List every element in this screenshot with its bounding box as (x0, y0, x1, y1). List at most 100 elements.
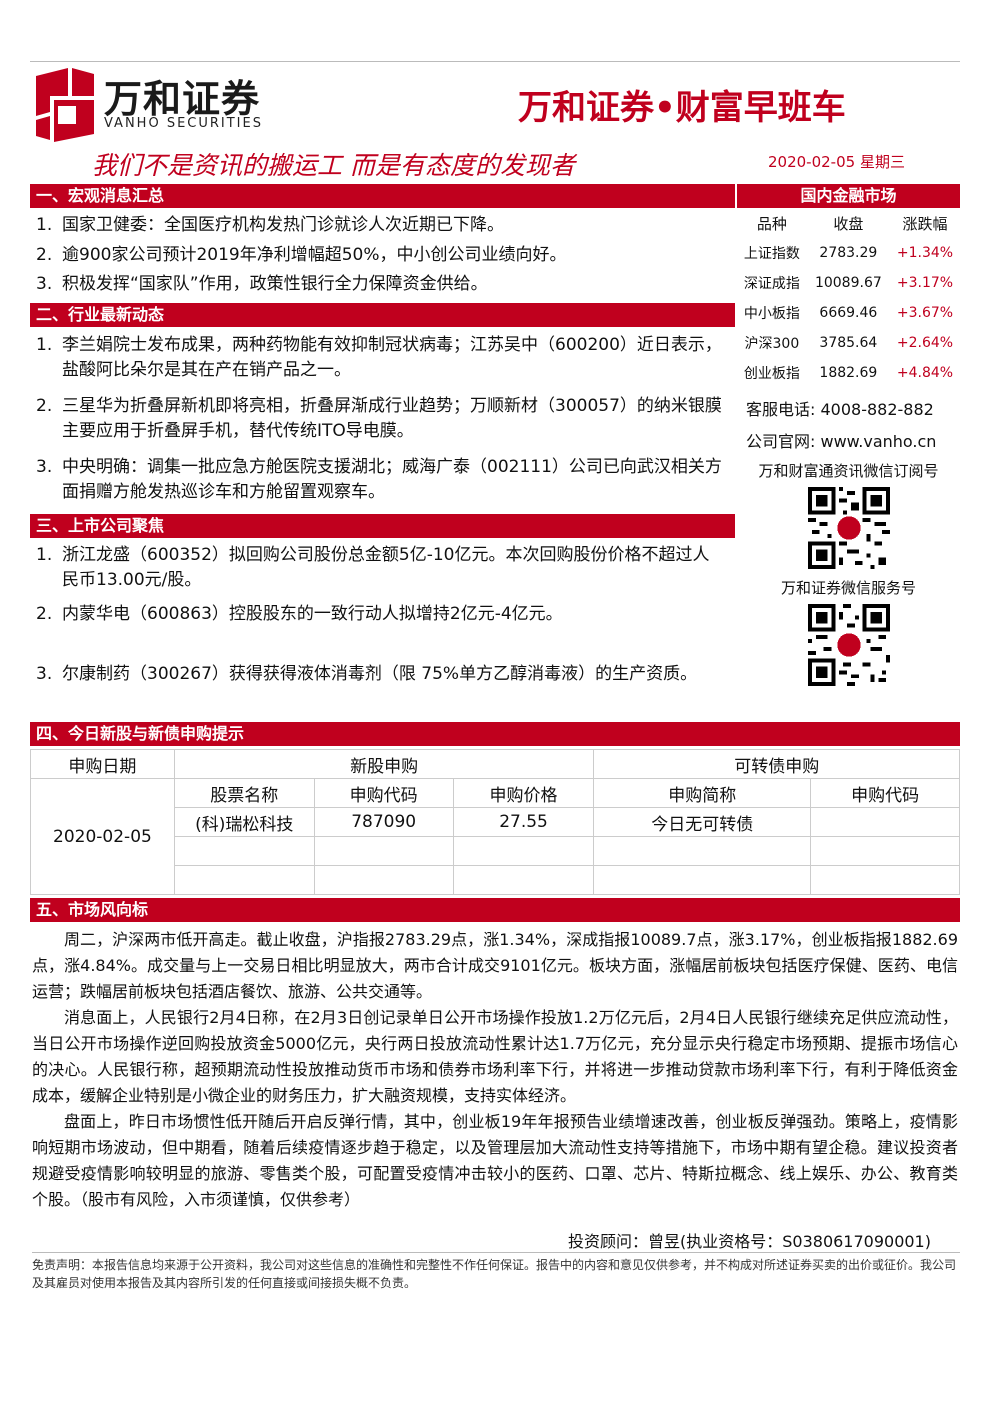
list-text: 三星华为折叠屏新机即将亮相，折叠屏渐成行业趋势；万顺新材（300057）的纳米银… (62, 396, 722, 441)
empty-cell (173, 865, 315, 895)
list-number: 1. (36, 545, 53, 565)
section-title-ipo: 四、今日新股与新债申购提示 (30, 722, 960, 746)
investment-advisor: 投资顾问：曾昱(执业资格号：S0380617090001) (568, 1232, 931, 1251)
column-header-stock-price: 申购价格 (452, 778, 595, 808)
list-item: 1. 李兰娟院士发布成果，两种药物能有效抑制冠状病毒；江苏吴中（600200）近… (36, 333, 726, 383)
ipo-date: 2020-02-05 (30, 778, 175, 895)
list-number: 2. (36, 396, 53, 416)
stock-price: 27.55 (452, 807, 595, 837)
index-change: +1.34% (896, 245, 954, 261)
list-number: 1. (36, 335, 53, 355)
section-title-industry: 二、行业最新动态 (30, 303, 735, 327)
column-header-bond-code: 申购代码 (810, 778, 960, 808)
section-title-macro: 一、宏观消息汇总 (30, 184, 735, 208)
empty-cell (593, 836, 812, 866)
list-item: 3. 中央明确：调集一批应急方舱医院支援湖北；威海广泰（002111）公司已向武… (36, 455, 726, 505)
disclaimer: 免责声明：本报告信息均来源于公开资料，我公司对这些信息的准确性和完整性不作任何保… (32, 1252, 960, 1292)
list-number: 2. (36, 245, 53, 265)
column-header-name: 品种 (756, 214, 787, 233)
section-title-market: 五、市场风向标 (30, 898, 960, 922)
header-rule (30, 61, 960, 62)
qr-caption-service: 万和证券微信服务号 (780, 579, 916, 597)
bond-code (810, 807, 960, 837)
list-text: 中央明确：调集一批应急方舱医院支援湖北；威海广泰（002111）公司已向武汉相关… (62, 457, 722, 502)
list-text: 积极发挥“国家队”作用，政策性银行全力保障资金供给。 (62, 274, 488, 294)
index-change: +3.17% (896, 275, 954, 291)
empty-cell (313, 865, 454, 895)
list-number: 1. (36, 215, 53, 235)
index-name: 创业板指 (743, 366, 800, 382)
column-header-change: 涨跌幅 (902, 214, 948, 233)
empty-cell (452, 865, 595, 895)
market-commentary: 周二，沪深两市低开高走。截止收盘，沪指报2783.29点，涨1.34%，深成指报… (32, 927, 958, 1213)
index-change: +2.64% (896, 335, 954, 351)
column-header-close: 收盘 (833, 214, 864, 233)
index-change: +4.84% (896, 365, 954, 381)
index-name: 上证指数 (743, 246, 800, 262)
empty-cell (452, 836, 595, 866)
column-group-stock: 新股申购 (173, 749, 595, 779)
market-index-table: 品种 收盘 涨跌幅 上证指数 2783.29 +1.34% 深证成指 10089… (737, 208, 960, 388)
qr-code-icon[interactable] (807, 604, 890, 686)
website-link[interactable]: 公司官网: www.vanho.cn (746, 432, 937, 451)
list-item: 2. 逾900家公司预计2019年净利增幅超50%，中小创公司业绩向好。 (36, 243, 726, 268)
logo-english-name: VANHO SECURITIES (104, 116, 263, 131)
list-item: 1. 浙江龙盛（600352）拟回购公司股份总金额5亿-10亿元。本次回购股份价… (36, 543, 726, 593)
list-text: 逾900家公司预计2019年净利增幅超50%，中小创公司业绩向好。 (62, 245, 567, 265)
list-number: 3. (36, 457, 53, 477)
logo-chinese-name: 万和证券 (104, 77, 261, 121)
list-item: 2. 三星华为折叠屏新机即将亮相，折叠屏渐成行业趋势；万顺新材（300057）的… (36, 394, 726, 444)
table-row: 创业板指 1882.69 +4.84% (737, 358, 960, 388)
list-number: 3. (36, 274, 53, 294)
list-text: 李兰娟院士发布成果，两种药物能有效抑制冠状病毒；江苏吴中（600200）近日表示… (62, 335, 722, 380)
index-close: 1882.69 (819, 365, 878, 381)
bond-name: 今日无可转债 (593, 807, 812, 837)
empty-cell (810, 836, 960, 866)
column-group-bond: 可转债申购 (593, 749, 960, 779)
table-row (31, 865, 960, 895)
paragraph: 周二，沪深两市低开高走。截止收盘，沪指报2783.29点，涨1.34%，深成指报… (32, 930, 958, 1001)
paragraph: 消息面上，人民银行2月4日称，在2月3日创记录单日公开市场操作投放1.2万亿元后… (32, 1008, 958, 1105)
index-close: 10089.67 (814, 275, 882, 291)
index-close: 6669.46 (819, 305, 878, 321)
empty-cell (173, 836, 315, 866)
hotline-text: 客服电话: 4008-882-882 (746, 400, 934, 419)
market-sidebar: 国内金融市场 品种 收盘 涨跌幅 上证指数 2783.29 +1.34% 深证成… (737, 184, 960, 686)
table-row: (科)瑞松科技 787090 27.55 今日无可转债 (31, 807, 960, 837)
paragraph: 盘面上，昨日市场惯性低开随后开启反弹行情，其中，创业板19年年报预告业绩增速改善… (32, 1112, 958, 1209)
brand-title: 万和证券•财富早班车 (518, 88, 846, 128)
report-date: 2020-02-05 星期三 (768, 153, 905, 171)
empty-cell (593, 865, 812, 895)
section-title-companies: 三、上市公司聚焦 (30, 514, 735, 538)
column-header-stock-name: 股票名称 (173, 778, 315, 808)
empty-cell (313, 836, 454, 866)
slogan: 我们不是资讯的搬运工 而是有态度的发现者 (92, 151, 575, 180)
column-header-stock-code: 申购代码 (313, 778, 454, 808)
index-close: 2783.29 (819, 245, 878, 261)
ipo-table: 申购日期 新股申购 可转债申购 2020-02-05 股票名称 申购代码 申购价… (30, 749, 960, 895)
list-number: 2. (36, 604, 53, 624)
table-row: 上证指数 2783.29 +1.34% (737, 238, 960, 268)
qr-caption-subscription: 万和财富通资讯微信订阅号 (758, 462, 939, 480)
column-header-bond-name: 申购简称 (593, 778, 812, 808)
list-item: 1. 国家卫健委：全国医疗机构发热门诊就诊人次近期已下降。 (36, 213, 726, 238)
qr-code-icon[interactable] (807, 487, 890, 569)
list-text: 尔康制药（300267）获得获得液体消毒剂（限 75%单方乙醇消毒液）的生产资质… (62, 664, 698, 684)
table-row: 沪深300 3785.64 +2.64% (737, 328, 960, 358)
list-item: 2. 内蒙华电（600863）控股股东的一致行动人拟增持2亿元-4亿元。 (36, 602, 726, 627)
table-row: 中小板指 6669.46 +3.67% (737, 298, 960, 328)
stock-code: 787090 (313, 807, 454, 837)
vanho-logo-icon (36, 68, 94, 142)
list-item: 3. 尔康制药（300267）获得获得液体消毒剂（限 75%单方乙醇消毒液）的生… (36, 662, 726, 687)
index-change: +3.67% (896, 305, 954, 321)
index-close: 3785.64 (819, 335, 878, 351)
list-text: 内蒙华电（600863）控股股东的一致行动人拟增持2亿元-4亿元。 (62, 604, 563, 624)
table-row: 深证成指 10089.67 +3.17% (737, 268, 960, 298)
stock-name: (科)瑞松科技 (173, 807, 315, 837)
list-number: 3. (36, 664, 53, 684)
index-name: 中小板指 (743, 306, 800, 322)
page-header: 万和证券 VANHO SECURITIES 万和证券•财富早班车 我们不是资讯的… (0, 0, 992, 180)
list-text: 国家卫健委：全国医疗机构发热门诊就诊人次近期已下降。 (62, 215, 504, 235)
list-item: 3. 积极发挥“国家队”作用，政策性银行全力保障资金供给。 (36, 272, 726, 297)
list-text: 浙江龙盛（600352）拟回购公司股份总金额5亿-10亿元。本次回购股份价格不超… (62, 545, 710, 590)
